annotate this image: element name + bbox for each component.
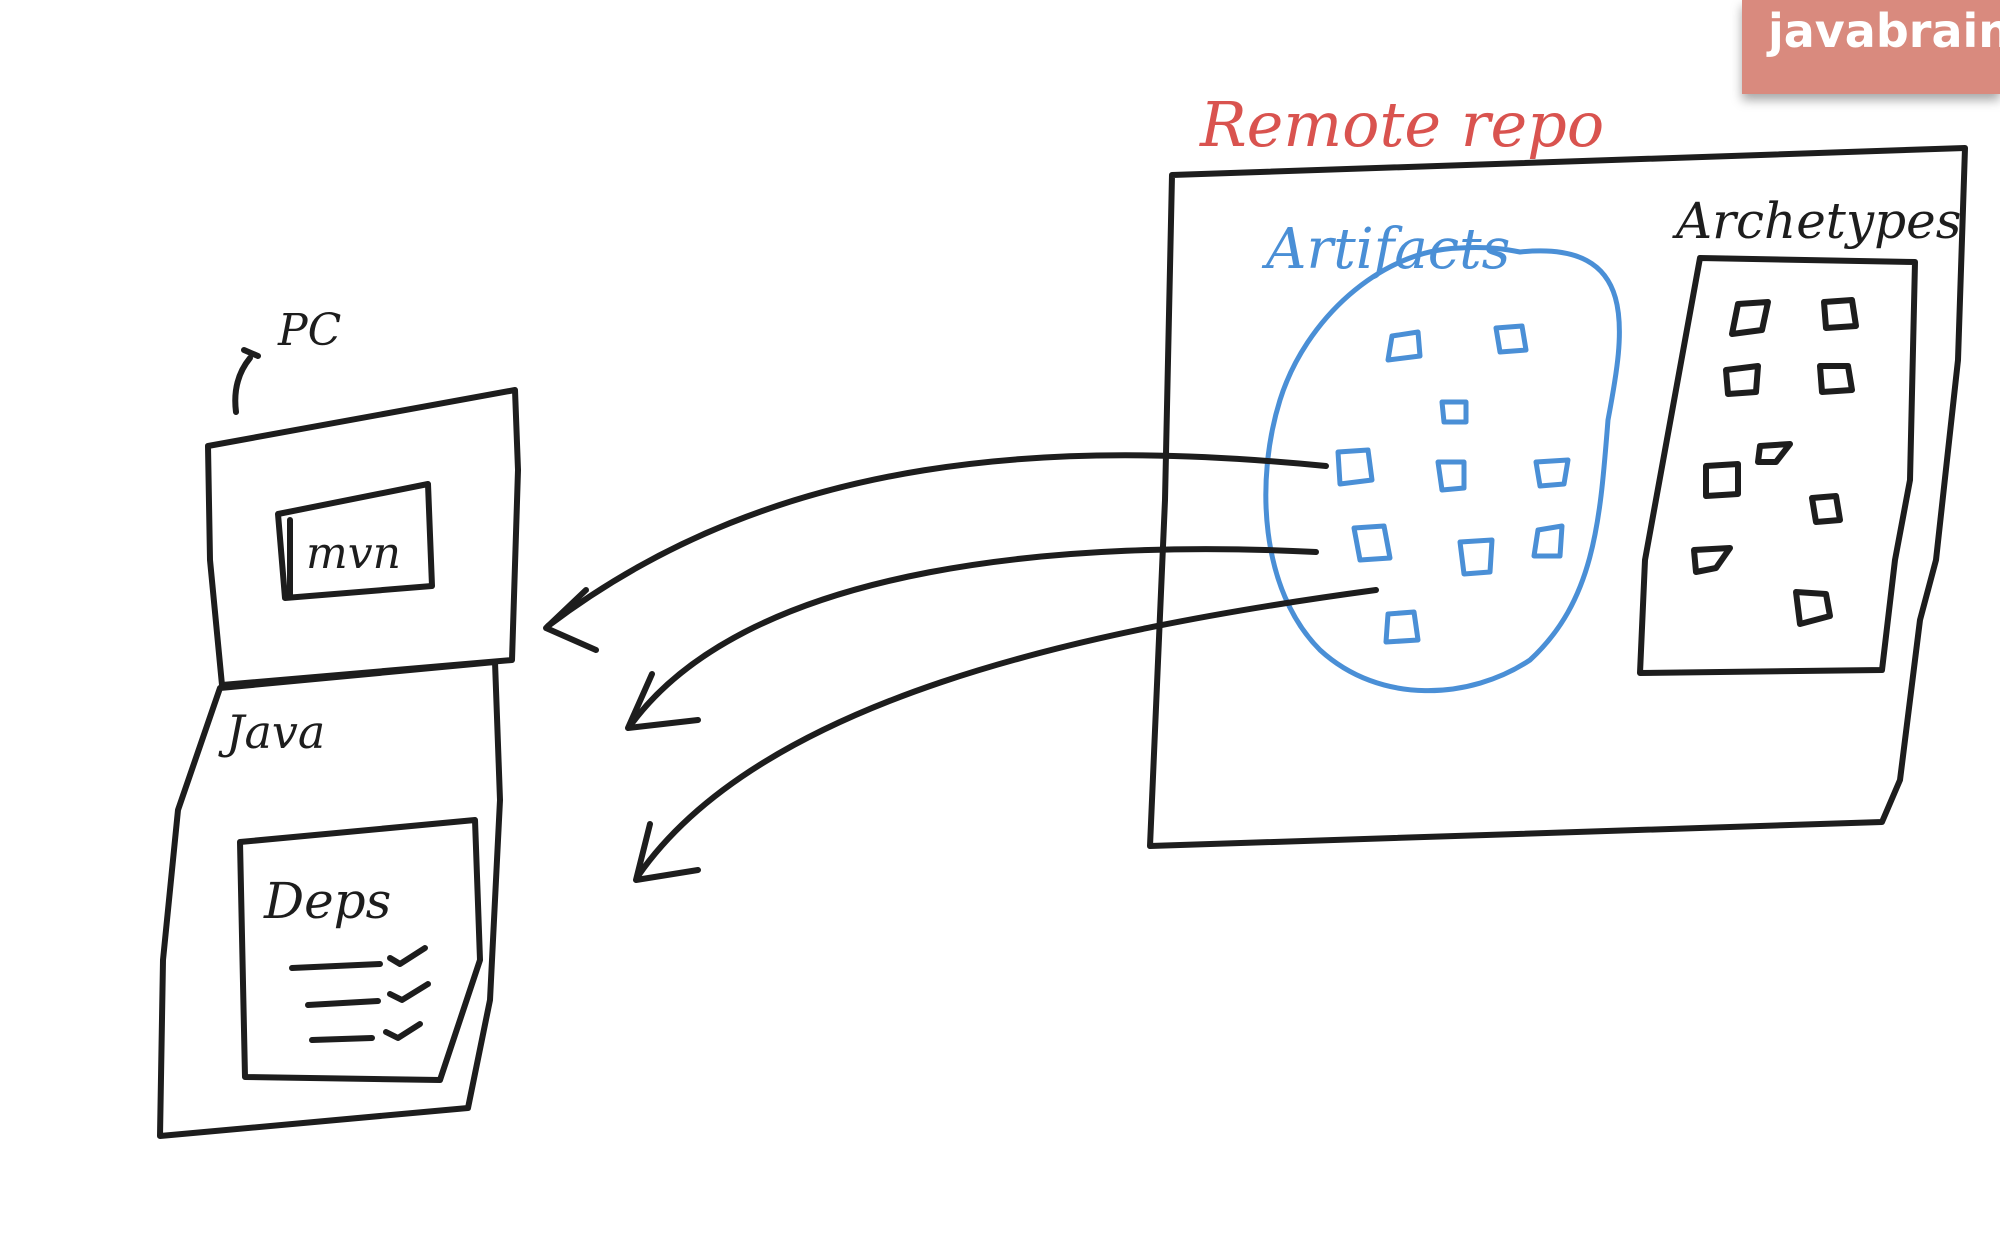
artifact-item	[1435, 459, 1467, 493]
download-arrow-java	[627, 546, 1319, 729]
deps-box	[237, 817, 483, 1083]
archetype-item	[1755, 441, 1793, 465]
arrow-head-icon	[625, 671, 701, 731]
remote-repo	[1147, 145, 1968, 849]
pc-java-box	[157, 659, 503, 1139]
archetype-item	[1821, 297, 1859, 331]
deps-checklist	[289, 945, 431, 1043]
pc-label: PC	[277, 305, 341, 356]
artifact-item	[1493, 323, 1529, 355]
pc-machine	[157, 347, 521, 1139]
artifact-item	[1457, 537, 1495, 577]
mvn-label: mvn	[306, 528, 401, 579]
artifact-item	[1533, 457, 1571, 489]
artifact-item	[1335, 447, 1375, 487]
deps-label: Deps	[263, 872, 391, 930]
pc-pointer-icon	[232, 347, 261, 415]
artifact-item	[1385, 329, 1423, 363]
artifact-item	[1439, 399, 1469, 425]
archetypes-box	[1637, 255, 1918, 676]
archetype-item	[1691, 545, 1733, 575]
download-arrow-mvn	[545, 452, 1329, 629]
archetype-item	[1817, 363, 1855, 395]
archetypes-label: Archetypes	[1672, 192, 1961, 250]
artifact-item	[1351, 523, 1393, 563]
pc-top-box	[205, 387, 521, 688]
download-arrow-deps	[635, 587, 1379, 879]
remote-repo-box	[1147, 145, 1968, 849]
archetype-item	[1793, 589, 1833, 627]
download-arrows	[543, 452, 1379, 883]
archetype-item	[1703, 461, 1741, 499]
java-label: Java	[218, 705, 325, 759]
archetype-item	[1729, 299, 1771, 337]
archetype-item	[1723, 363, 1761, 397]
artifacts-label: Artifacts	[1261, 217, 1510, 282]
artifact-item	[1383, 609, 1421, 645]
remote-repo-label: Remote repo	[1199, 88, 1604, 161]
archetype-items	[1691, 297, 1859, 627]
artifact-item	[1531, 523, 1565, 559]
mvn-box	[275, 481, 435, 601]
artifact-items	[1335, 323, 1571, 645]
arrow-head-icon	[633, 821, 701, 883]
archetype-item	[1809, 493, 1843, 525]
watermark-text: javabrain	[1768, 4, 2000, 58]
arrow-head-icon	[543, 587, 599, 653]
watermark-badge: javabrain	[1742, 0, 2000, 94]
artifacts-circle	[1263, 245, 1622, 694]
